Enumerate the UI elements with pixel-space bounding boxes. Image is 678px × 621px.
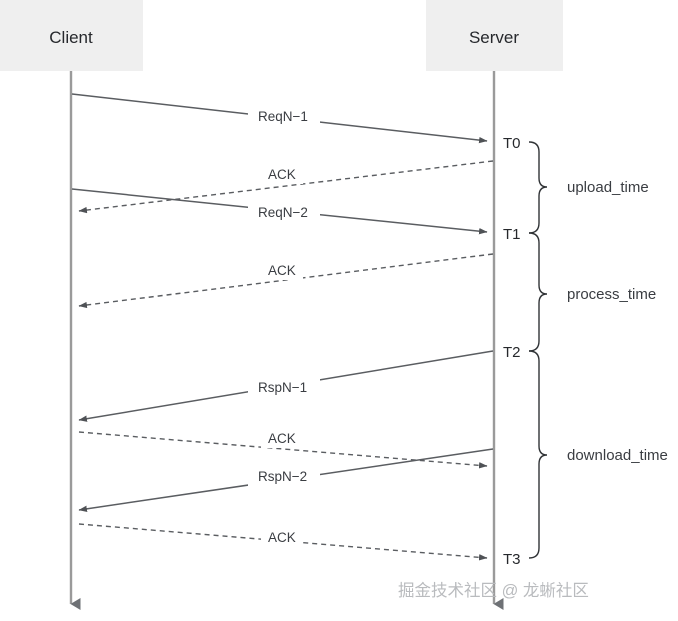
message-label-ack1: ACK (268, 167, 296, 182)
label-backing-ack1 (261, 166, 303, 184)
message-label-rsp1: RspN−1 (258, 380, 307, 395)
label-backing-ack2 (261, 262, 303, 280)
message-ack2: ACK (78, 253, 494, 309)
label-backing-req1 (248, 108, 320, 126)
message-label-ack2: ACK (268, 263, 296, 278)
actor-label-server: Server (469, 28, 519, 47)
label-backing-ack4 (261, 529, 303, 547)
span-label-upload-time: upload_time (567, 179, 649, 196)
span-upload-time: upload_time (528, 141, 649, 234)
message-ack3: ACK (78, 430, 488, 469)
message-label-rsp2: RspN−2 (258, 469, 307, 484)
message-label-ack4: ACK (268, 530, 296, 545)
brace-download-time (528, 350, 548, 559)
label-backing-req2 (248, 204, 320, 222)
actor-header-client: Client (0, 0, 143, 71)
time-marker-t0: T0 (503, 135, 521, 152)
span-download-time: download_time (528, 350, 668, 559)
actor-box-server (426, 0, 563, 71)
message-label-ack3: ACK (268, 431, 296, 446)
watermark-label: 掘金技术社区 @ 龙蜥社区 (398, 581, 589, 600)
message-label-req2: ReqN−2 (258, 205, 308, 220)
span-label-download-time: download_time (567, 447, 668, 464)
label-backing-ack3 (261, 430, 303, 448)
message-rsp1: RspN−1 (78, 350, 494, 422)
label-backing-rsp1 (248, 379, 320, 397)
message-ack1: ACK (78, 160, 494, 214)
message-rsp2: RspN−2 (78, 448, 494, 512)
time-marker-t3: T3 (503, 551, 521, 568)
actor-header-server: Server (426, 0, 563, 71)
time-marker-t1: T1 (503, 226, 521, 243)
message-label-req1: ReqN−1 (258, 109, 308, 124)
label-backing-rsp2 (248, 468, 320, 486)
time-marker-t2: T2 (503, 344, 521, 361)
message-req2: ReqN−2 (71, 188, 488, 235)
actor-box-client (0, 0, 143, 71)
message-line-ack1 (78, 160, 494, 214)
actor-label-client: Client (49, 28, 93, 47)
brace-process-time (528, 232, 548, 352)
span-label-process-time: process_time (567, 286, 656, 303)
span-process-time: process_time (528, 232, 656, 352)
brace-upload-time (528, 141, 548, 234)
message-req1: ReqN−1 (71, 93, 488, 144)
message-ack4: ACK (78, 523, 488, 561)
